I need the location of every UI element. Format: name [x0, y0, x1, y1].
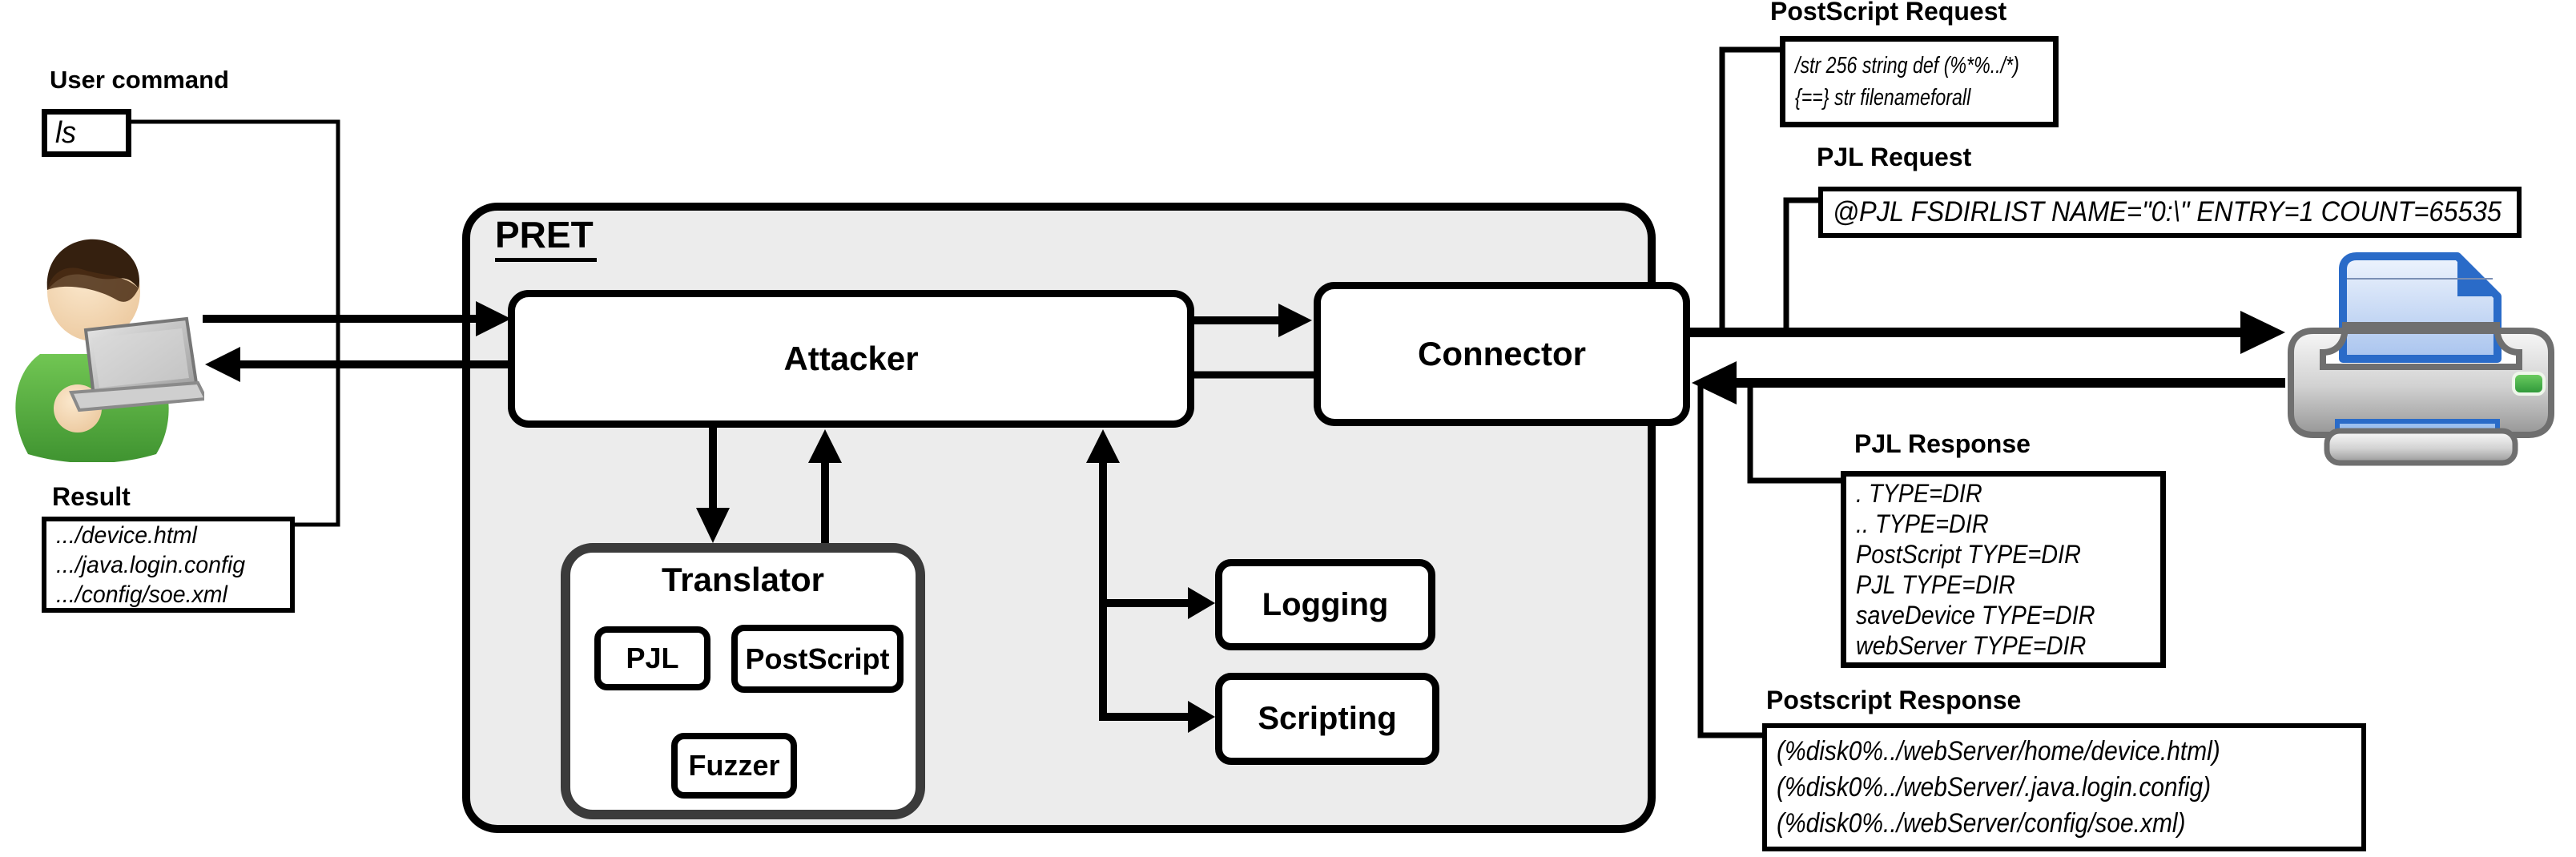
postscript-request-callout-line — [1719, 46, 1780, 332]
pjl-response-box: . TYPE=DIR .. TYPE=DIR PostScript TYPE=D… — [1841, 471, 2166, 668]
user-command-label: User command — [50, 66, 229, 94]
printer-to-connector-arrow — [1692, 361, 2285, 404]
pjl-request-line: @PJL FSDIRLIST NAME="0:\" ENTRY=1 COUNT=… — [1833, 196, 2502, 227]
postscript-label: PostScript — [745, 642, 890, 675]
pjl-label: PJL — [626, 642, 679, 674]
pjl-response-line: webServer TYPE=DIR — [1856, 631, 2087, 660]
pjl-request-box: @PJL FSDIRLIST NAME="0:\" ENTRY=1 COUNT=… — [1818, 187, 2522, 238]
postscript-response-line: (%disk0%../webServer/.java.login.config) — [1777, 771, 2212, 803]
postscript-request-label: PostScript Request — [1770, 0, 2007, 26]
scripting-label: Scripting — [1258, 701, 1397, 736]
pjl-response-line: saveDevice TYPE=DIR — [1856, 601, 2095, 630]
pjl-response-line: PostScript TYPE=DIR — [1856, 540, 2081, 569]
postscript-response-callout-line — [1697, 383, 1762, 738]
logging-label: Logging — [1262, 586, 1389, 622]
logging-node: Logging — [1215, 559, 1435, 650]
pjl-response-line: .. TYPE=DIR — [1856, 509, 1989, 538]
pjl-response-line: . TYPE=DIR — [1856, 479, 1982, 508]
attacker-node: Attacker — [508, 290, 1194, 428]
user-command-value: ls — [55, 116, 77, 150]
pjl-node: PJL — [594, 626, 710, 690]
pjl-request-label: PJL Request — [1817, 143, 1972, 171]
result-line: .../java.login.config — [56, 551, 246, 578]
user-command-box: ls — [42, 109, 131, 157]
translator-label: Translator — [661, 561, 825, 598]
pjl-response-line: PJL TYPE=DIR — [1856, 570, 2015, 599]
result-line: .../config/soe.xml — [56, 581, 227, 608]
postscript-request-line: /str 256 string def (%*%../*) — [1795, 53, 2019, 78]
connector-label: Connector — [1418, 335, 1586, 372]
postscript-request-line: {==} str filenameforall — [1795, 85, 1971, 111]
pret-title: PRET — [495, 213, 597, 262]
result-label: Result — [52, 482, 131, 511]
result-box: .../device.html .../java.login.config ..… — [42, 517, 295, 613]
connector-node: Connector — [1314, 282, 1690, 426]
pjl-request-callout-line — [1783, 197, 1818, 332]
fuzzer-node: Fuzzer — [671, 733, 797, 799]
fuzzer-label: Fuzzer — [688, 749, 780, 782]
scripting-node: Scripting — [1215, 673, 1439, 765]
postscript-request-box: /str 256 string def (%*%../*) {==} str f… — [1780, 36, 2059, 127]
postscript-response-box: (%disk0%../webServer/home/device.html) (… — [1762, 723, 2366, 851]
attacker-label: Attacker — [783, 340, 919, 377]
result-line: .../device.html — [56, 521, 197, 549]
postscript-response-line: (%disk0%../webServer/home/device.html) — [1777, 735, 2220, 766]
printer-icon — [2288, 252, 2554, 466]
postscript-node: PostScript — [731, 625, 904, 693]
connector-to-printer-arrow — [1690, 311, 2285, 354]
pjl-response-callout-line — [1747, 383, 1841, 484]
postscript-response-label: Postscript Response — [1766, 686, 2022, 714]
user-with-laptop-icon — [15, 239, 204, 462]
pjl-response-label: PJL Response — [1854, 429, 2031, 458]
postscript-response-line: (%disk0%../webServer/config/soe.xml) — [1777, 807, 2186, 839]
